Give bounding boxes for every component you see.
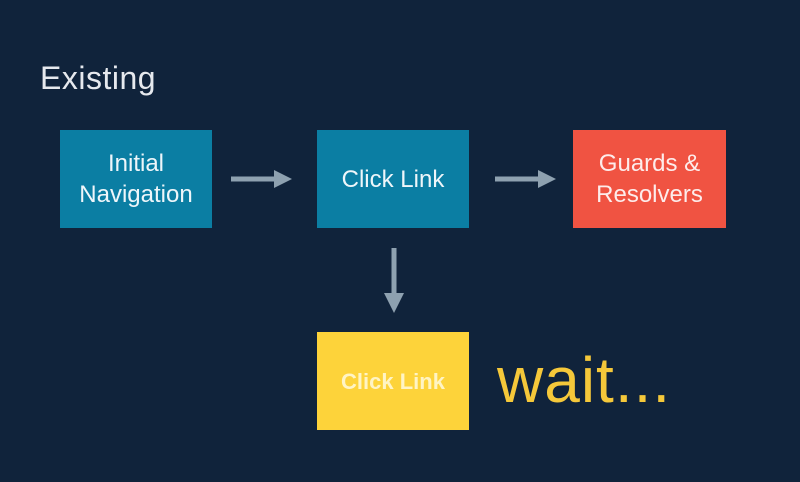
node-click-link-waiting: Click Link [317, 332, 469, 430]
slide-title: Existing [40, 60, 157, 96]
arrow-click-down [384, 248, 404, 313]
node-guards-resolvers: Guards & Resolvers [573, 130, 726, 228]
node-initial-navigation: Initial Navigation [60, 130, 212, 228]
arrow-click-to-guards [495, 170, 556, 188]
arrow-initial-to-click [231, 170, 292, 188]
node-click-link: Click Link [317, 130, 469, 228]
wait-label: wait... [497, 344, 672, 416]
